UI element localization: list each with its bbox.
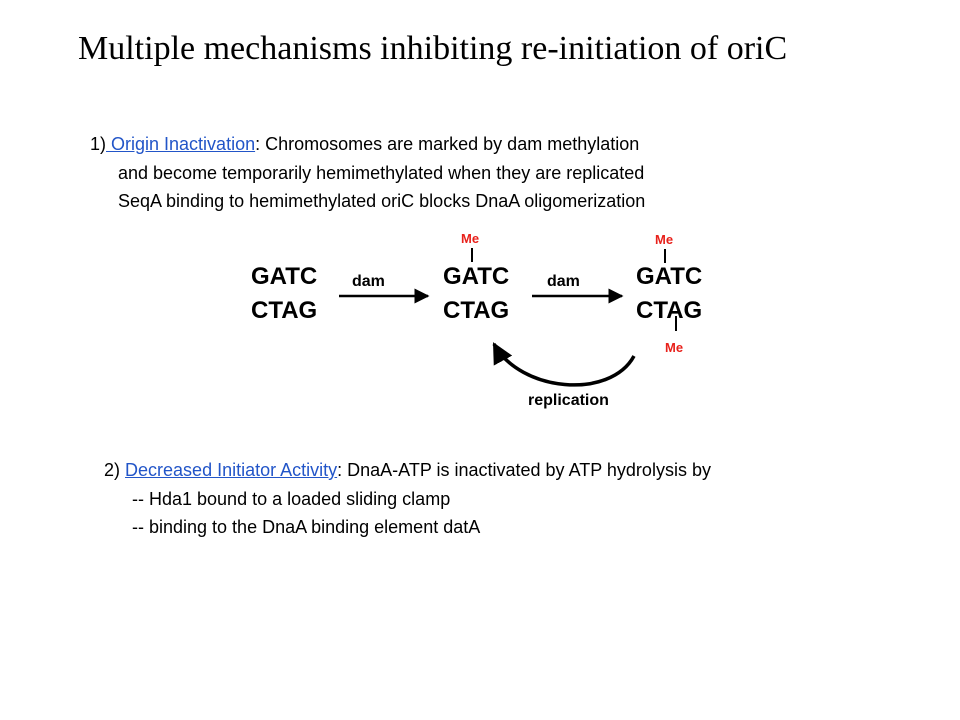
section-decreased-initiator: 2) Decreased Initiator Activity: DnaA-AT… bbox=[104, 456, 711, 542]
section1-line1: 1) Origin Inactivation: Chromosomes are … bbox=[90, 130, 645, 159]
section2-line1: 2) Decreased Initiator Activity: DnaA-AT… bbox=[104, 456, 711, 485]
seq-bottom: CTAG bbox=[443, 297, 510, 324]
seq-bottom: CTAG bbox=[251, 297, 318, 324]
methyl-label-hemi: Me bbox=[461, 231, 480, 246]
section1-line2: and become temporarily hemimethylated wh… bbox=[118, 162, 645, 183]
origin-inactivation-link[interactable]: Origin Inactivation bbox=[106, 134, 256, 154]
section2-line2: -- Hda1 bound to a loaded sliding clamp bbox=[132, 488, 451, 509]
section1-number: 1) bbox=[90, 134, 107, 154]
slide-title: Multiple mechanisms inhibiting re-initia… bbox=[78, 30, 788, 67]
dna-unmethylated: GATC CTAG bbox=[251, 260, 317, 328]
section2-line3: -- binding to the DnaA binding element d… bbox=[132, 517, 481, 537]
seq-top: GATC bbox=[443, 263, 510, 290]
section1-text: : Chromosomes are marked by dam methylat… bbox=[255, 134, 640, 154]
methyl-label-top: Me bbox=[655, 232, 674, 247]
dam-label-1: dam bbox=[352, 273, 385, 290]
dna-hemimethylated: GATC CTAG bbox=[443, 260, 509, 328]
section-origin-inactivation: 1) Origin Inactivation: Chromosomes are … bbox=[90, 130, 645, 216]
seq-top: GATC bbox=[251, 263, 318, 290]
seq-top: GATC bbox=[636, 263, 703, 290]
section2-text: : DnaA-ATP is inactivated by ATP hydroly… bbox=[337, 460, 711, 480]
decreased-initiator-link[interactable]: Decreased Initiator Activity bbox=[125, 460, 338, 480]
replication-arrow bbox=[492, 342, 636, 387]
dna-fully-methylated: GATC CTAG bbox=[636, 260, 702, 328]
dam-label-2: dam bbox=[547, 273, 580, 290]
section1-line3: SeqA binding to hemimethylated oriC bloc… bbox=[118, 191, 646, 211]
section2-number: 2) bbox=[104, 460, 121, 480]
seq-bottom: CTAG bbox=[636, 297, 703, 324]
methyl-label-bottom: Me bbox=[665, 340, 684, 355]
replication-label: replication bbox=[528, 392, 609, 409]
